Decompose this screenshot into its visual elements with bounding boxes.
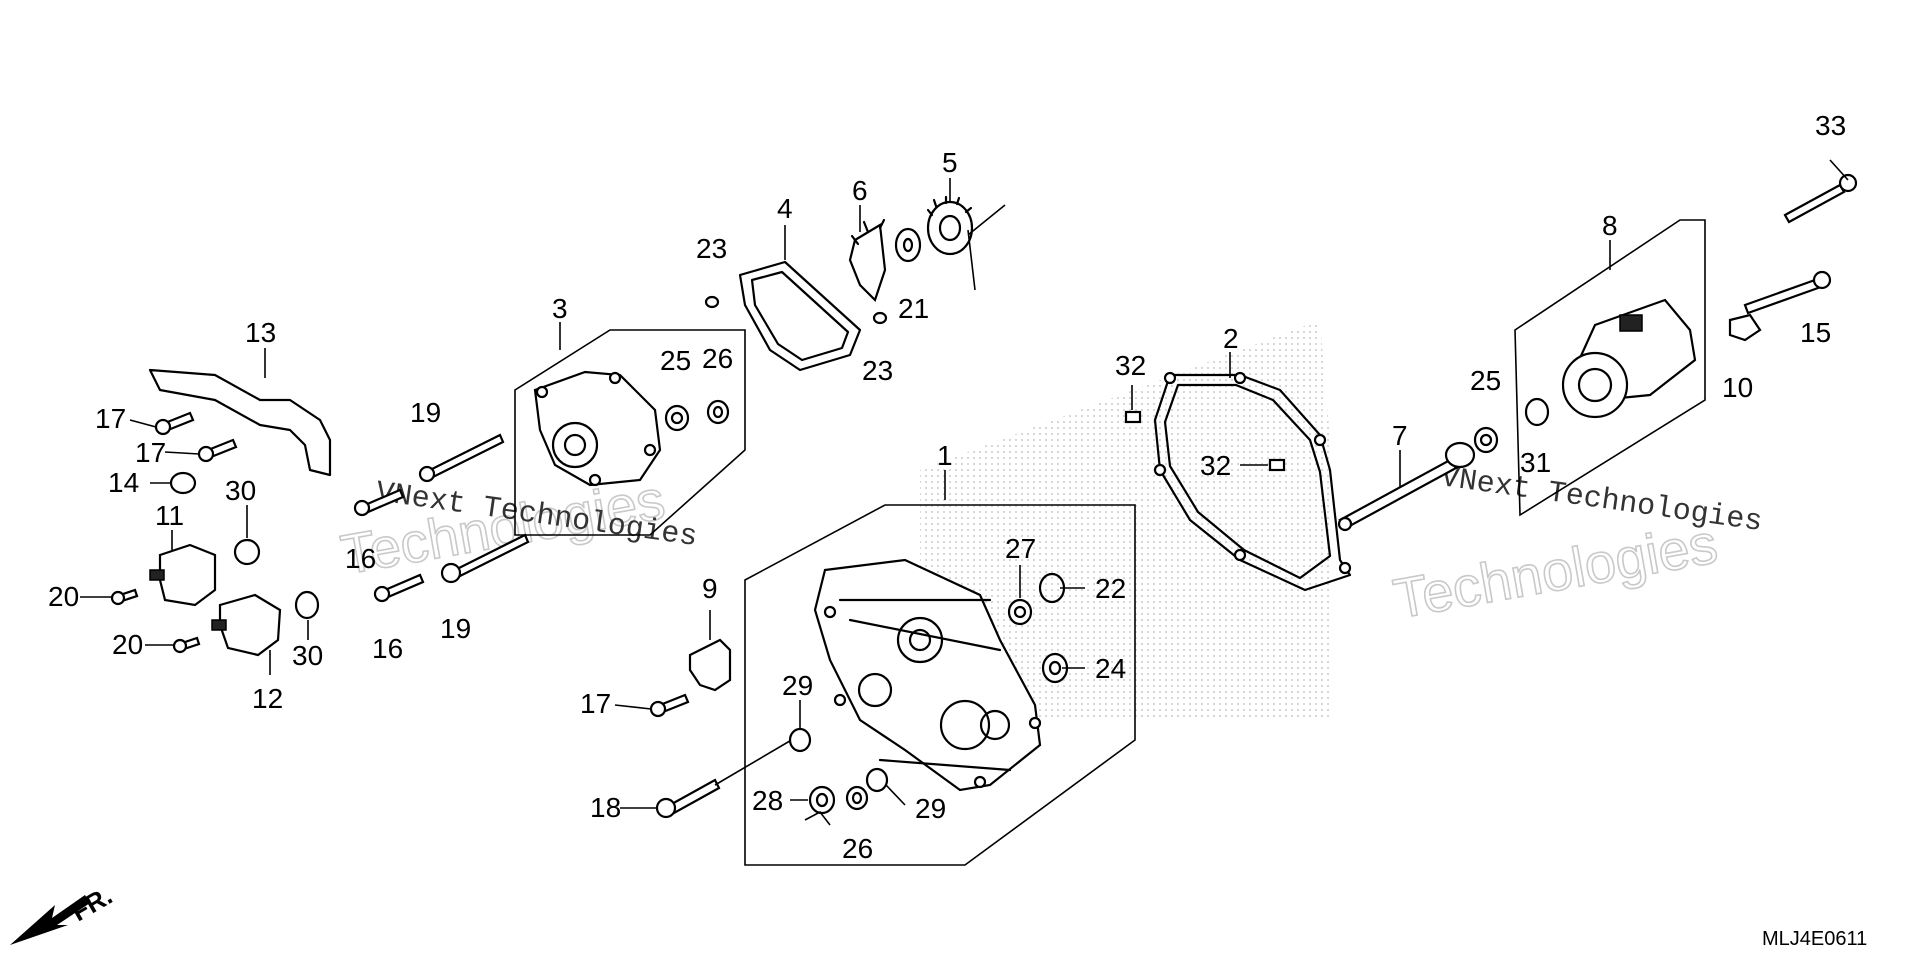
part-3-box	[514, 329, 746, 536]
part-32b-dowel	[1268, 458, 1286, 472]
callout-13: 13	[245, 317, 276, 348]
callout-10: 10	[1722, 372, 1753, 403]
callout-3: 3	[552, 293, 568, 324]
part-28-washer	[808, 785, 836, 815]
part-5-gear	[926, 200, 974, 256]
part-9-bracket	[688, 638, 732, 692]
part-30a-oring	[233, 538, 261, 566]
callout-26b: 26	[842, 833, 873, 864]
callout-2: 2	[1223, 323, 1239, 354]
callout-8: 8	[1602, 210, 1618, 241]
callout-30b: 30	[292, 640, 323, 671]
part-29a-bearing	[788, 727, 812, 753]
callout-26a: 26	[702, 343, 733, 374]
callout-labels: 1 2 3 4 5 6 7 8 9 10 11 12 13 14 15 16 1…	[48, 110, 1846, 864]
callout-29a: 29	[782, 670, 813, 701]
part-33-bolt	[1783, 183, 1846, 224]
part-8-motor-group	[1514, 219, 1706, 517]
part-27-bearing	[1007, 598, 1033, 626]
part-1-box	[744, 504, 1136, 866]
part-30b-oring	[294, 590, 320, 620]
part-11-sensor	[158, 543, 217, 607]
part-23b-pin	[872, 311, 888, 325]
part-12-sensor-group	[211, 593, 282, 675]
fr-label: FR.	[66, 880, 117, 927]
callout-23a: 23	[696, 233, 727, 264]
bolts	[80, 159, 1858, 819]
part-18-bolt	[668, 778, 721, 815]
callout-23b: 23	[862, 355, 893, 386]
callout-25b: 25	[1470, 365, 1501, 396]
part-13-bracket	[148, 368, 332, 477]
callout-12: 12	[252, 683, 283, 714]
callout-19a: 19	[410, 397, 441, 428]
part-21-washer	[894, 227, 922, 263]
arrow-icon	[10, 895, 90, 945]
part-6-gear-group	[848, 205, 887, 303]
callout-16b: 16	[372, 633, 403, 664]
part-12-sensor	[218, 593, 282, 657]
callout-5: 5	[942, 147, 958, 178]
callout-15: 15	[1800, 317, 1831, 348]
callout-31: 31	[1520, 447, 1551, 478]
callout-33: 33	[1815, 110, 1846, 141]
callout-25a: 25	[660, 345, 691, 376]
callout-7: 7	[1392, 420, 1408, 451]
part-3-cover-group	[514, 322, 746, 536]
callout-21: 21	[898, 293, 929, 324]
callout-17a: 17	[95, 403, 126, 434]
front-direction-indicator: FR.	[10, 880, 117, 945]
part-26a-bearing	[706, 399, 730, 425]
callout-1: 1	[937, 440, 953, 471]
callout-28: 28	[752, 785, 783, 816]
part-25b-bearing	[1473, 426, 1499, 454]
part-3-cover	[533, 370, 662, 487]
part-23a-pin	[704, 295, 720, 309]
callout-32a: 32	[1115, 350, 1146, 381]
part-15-bolt	[1743, 278, 1820, 315]
small-parts	[233, 227, 1550, 826]
part-19a-bolt	[428, 433, 505, 479]
part-10-clip	[1728, 313, 1762, 342]
part-14-nut	[169, 471, 197, 495]
callout-19b: 19	[440, 613, 471, 644]
callout-17c: 17	[580, 688, 611, 719]
callout-29b: 29	[915, 793, 946, 824]
watermark-right-line1: VNext Technologies	[1439, 461, 1765, 540]
callout-30a: 30	[225, 475, 256, 506]
callout-9: 9	[702, 573, 718, 604]
part-4-gasket	[738, 260, 862, 372]
callout-24: 24	[1095, 653, 1126, 684]
part-25a-bearing	[664, 404, 690, 432]
part-11-sensor-group	[149, 530, 217, 607]
part-31-oring	[1524, 397, 1550, 427]
callout-22: 22	[1095, 573, 1126, 604]
callout-32b: 32	[1200, 450, 1231, 481]
callout-11: 11	[155, 500, 184, 531]
part-13-bracket-group	[148, 348, 332, 477]
part-2-gasket-group	[1153, 352, 1352, 592]
callout-20b: 20	[112, 629, 143, 660]
callout-17b: 17	[135, 437, 166, 468]
callout-4: 4	[777, 193, 793, 224]
part-1-case-group	[744, 470, 1136, 866]
callout-18: 18	[590, 792, 621, 823]
callout-20a: 20	[48, 581, 79, 612]
part-4-gasket-group	[738, 225, 862, 372]
diagram-code: MLJ4E0611	[1762, 928, 1867, 950]
watermark-right-line2: Technologies	[1389, 511, 1722, 630]
part-6-gear-segment	[848, 223, 887, 303]
callout-16a: 16	[345, 543, 376, 574]
callout-27: 27	[1005, 533, 1036, 564]
part-26b-bearing	[845, 785, 869, 811]
callout-6: 6	[852, 175, 868, 206]
part-5-gear-group	[926, 178, 1006, 291]
callout-14: 14	[108, 467, 139, 498]
part-32a-dowel	[1124, 410, 1142, 424]
part-8-box	[1514, 219, 1706, 517]
part-7-shaft-group	[1337, 441, 1476, 532]
part-29b-bearing	[865, 767, 889, 793]
watermark-right: Technologies	[1388, 511, 1722, 631]
